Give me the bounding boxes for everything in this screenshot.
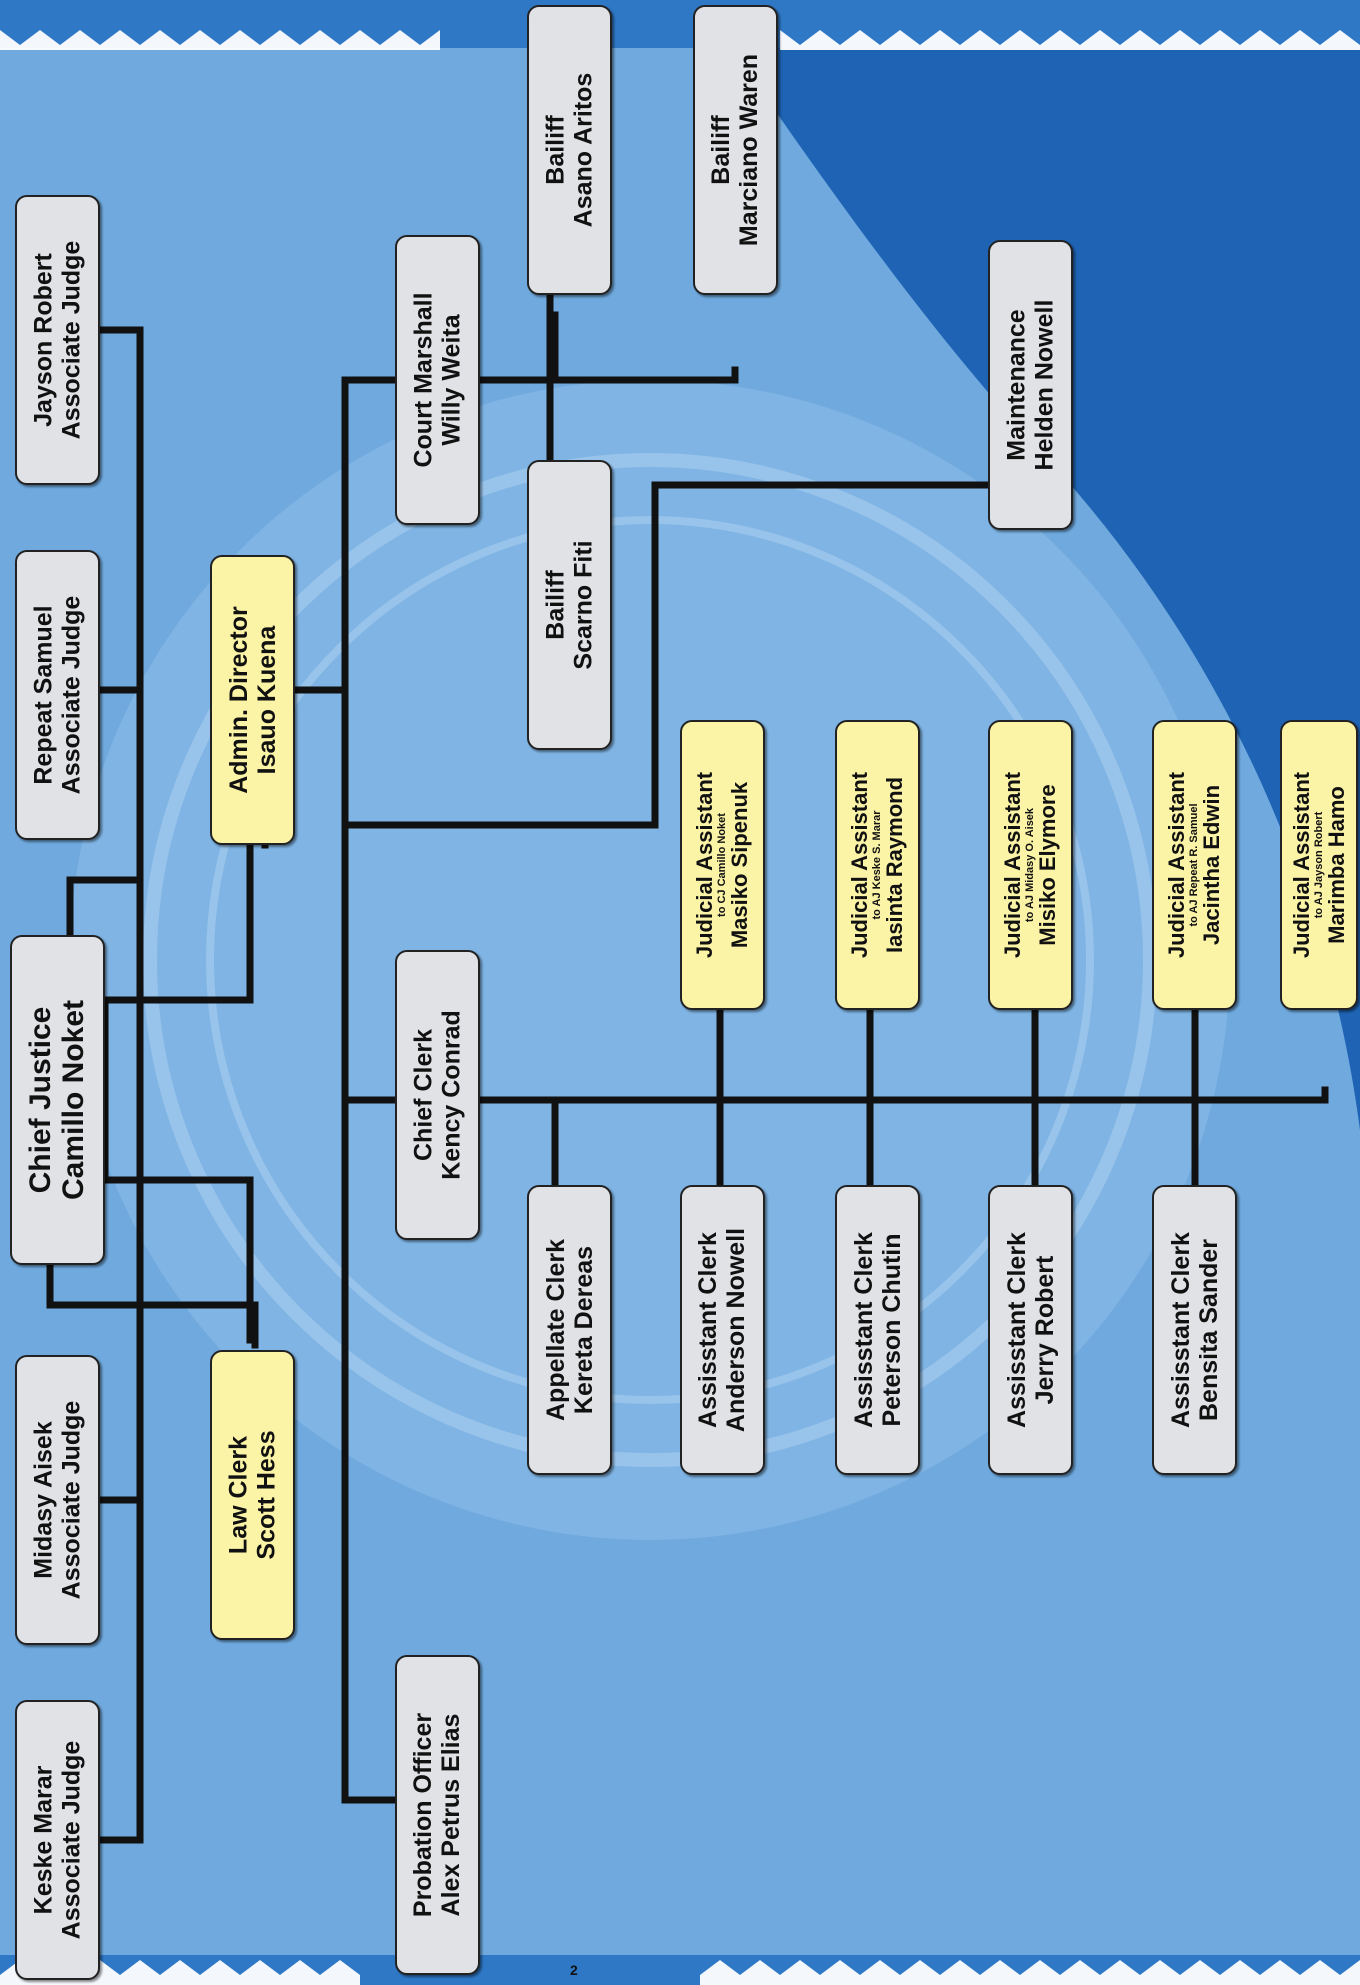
title-line: Marciano Waren bbox=[735, 53, 764, 247]
title-line: Jerry Robert bbox=[1030, 1255, 1059, 1405]
name-line: Jayson Robert bbox=[29, 253, 58, 427]
name-line: Misiko Elymore bbox=[1035, 784, 1061, 946]
page-number: 2 bbox=[570, 1962, 578, 1978]
name-line: Maintenance bbox=[1002, 309, 1031, 461]
title-line: Kency Conrad bbox=[437, 1010, 466, 1180]
name-line: Bailiff bbox=[541, 115, 570, 185]
title-line: Asano Aritos bbox=[569, 72, 598, 228]
name-line: Iasinta Raymond bbox=[882, 776, 908, 954]
name-line: Repeat Samuel bbox=[29, 605, 58, 785]
name-line: Jacintha Edwin bbox=[1199, 784, 1225, 946]
title-line: Willy Weita bbox=[437, 314, 466, 446]
name-line: Bailiff bbox=[707, 115, 736, 185]
title-line: Judicial Assistant bbox=[1289, 771, 1314, 959]
name-line: Assisstant Clerk bbox=[1166, 1232, 1195, 1428]
name-line: Bailiff bbox=[541, 570, 570, 640]
title-line: Camillo Noket bbox=[57, 999, 91, 1201]
name-line: Law Clerk bbox=[224, 1435, 253, 1555]
name-line: Keske Marar bbox=[29, 1765, 58, 1915]
title-line: Associate Judge bbox=[57, 1400, 86, 1600]
name-line: Midasy Aisek bbox=[29, 1421, 58, 1579]
title-line: Anderson Nowell bbox=[722, 1227, 751, 1433]
title-line: Kereta Dereas bbox=[569, 1245, 598, 1415]
title-line: Associate Judge bbox=[57, 1740, 86, 1940]
court-seal-watermark bbox=[70, 380, 1230, 1540]
name-line: Admin. Director bbox=[224, 606, 253, 794]
title-line: Scott Hess bbox=[252, 1430, 281, 1560]
name-line: Chief Justice bbox=[24, 1006, 58, 1194]
name-line: Appellate Clerk bbox=[541, 1238, 570, 1422]
title-line: Scarno Fiti bbox=[569, 540, 598, 670]
name-line: Assisstant Clerk bbox=[694, 1232, 723, 1428]
title-line: Judicial Assistant bbox=[847, 771, 873, 959]
name-line: Court Marshall bbox=[409, 292, 438, 468]
title-line: Helden Nowell bbox=[1030, 299, 1059, 471]
title-line: Peterson Chutin bbox=[877, 1233, 906, 1427]
title-line: Associate Judge bbox=[57, 595, 86, 795]
name-line: Marimba Hamo bbox=[1324, 786, 1349, 944]
dark-blue-arc bbox=[700, 0, 1360, 1130]
name-line: Masiko Sipenuk bbox=[727, 781, 753, 949]
title-line: Judicial Assistant bbox=[692, 771, 718, 959]
name-line: Probation Officer bbox=[409, 1712, 438, 1918]
title-line: Isauo Kuena bbox=[252, 625, 281, 775]
title-line: Judicial Assistant bbox=[1000, 771, 1026, 959]
title-line: Judicial Assistant bbox=[1164, 771, 1190, 959]
name-line: Assisstant Clerk bbox=[1002, 1232, 1031, 1428]
title-line: Alex Petrus Elias bbox=[437, 1713, 466, 1917]
title-line: Associate Judge bbox=[57, 240, 86, 440]
title-line: Bensita Sander bbox=[1194, 1239, 1223, 1422]
name-line: Assisstant Clerk bbox=[849, 1232, 878, 1428]
name-line: Chief Clerk bbox=[409, 1029, 438, 1161]
